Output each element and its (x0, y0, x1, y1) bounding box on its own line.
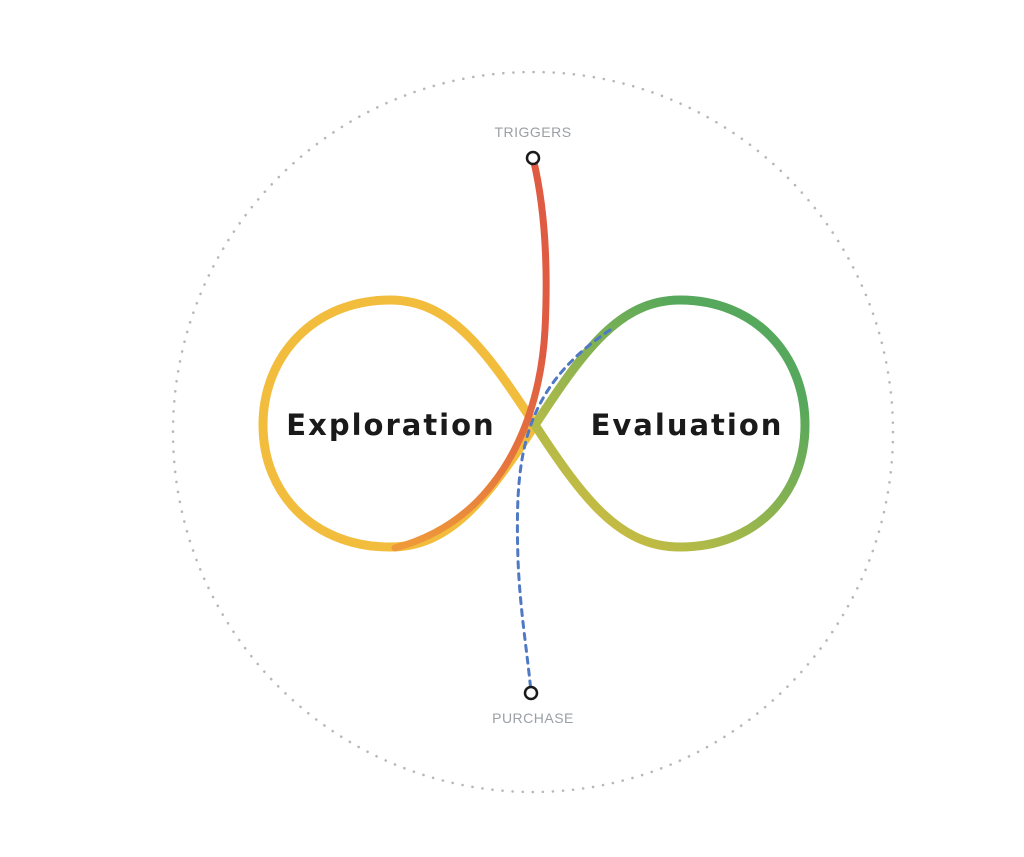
purchase-label: PURCHASE (492, 710, 574, 726)
evaluation-loop (530, 295, 810, 552)
exploration-label: Exploration (286, 408, 496, 442)
triggers-label: TRIGGERS (494, 124, 572, 140)
outer-dotted-circle (171, 70, 895, 794)
exploration-loop (258, 295, 540, 552)
purchase-path (515, 328, 612, 694)
purchase-node (523, 685, 539, 701)
evaluation-label: Evaluation (590, 408, 784, 442)
triggers-path (391, 154, 550, 552)
triggers-node (525, 150, 541, 166)
